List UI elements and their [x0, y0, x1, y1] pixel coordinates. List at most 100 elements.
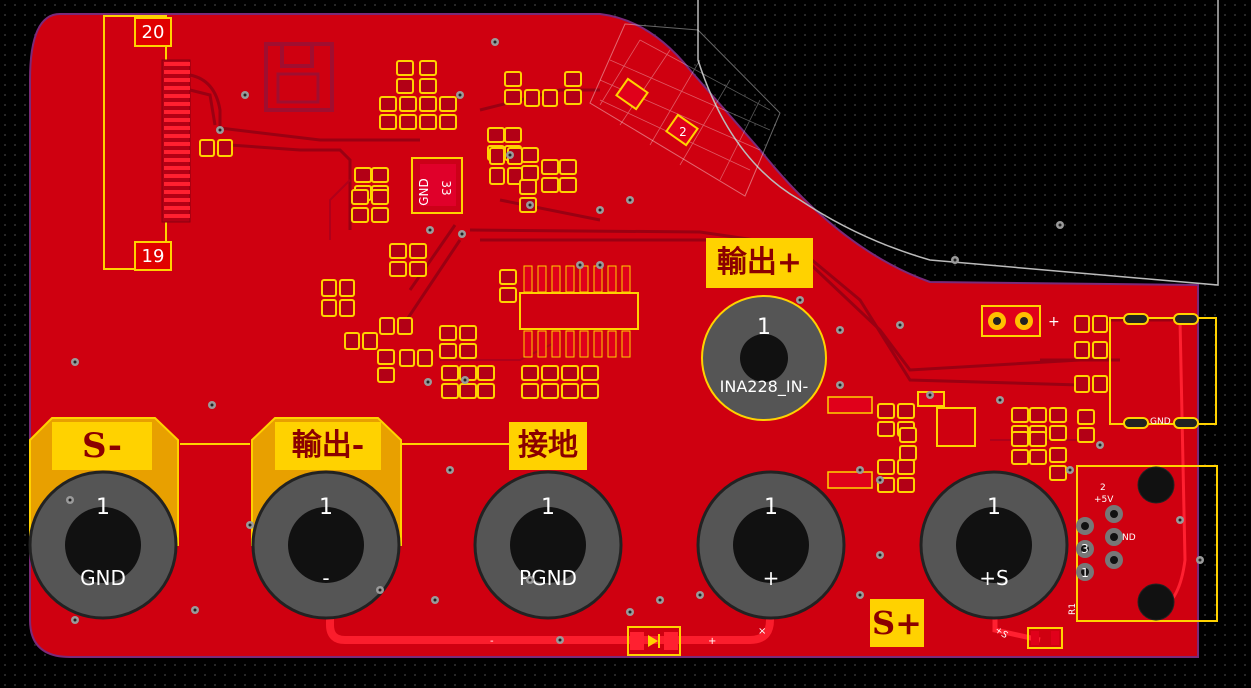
- soic-chip[interactable]: [519, 292, 639, 330]
- soic-pins: [523, 265, 631, 358]
- pad-plus[interactable]: [696, 470, 846, 620]
- smd-part[interactable]: [377, 349, 395, 383]
- smd-part[interactable]: [899, 427, 917, 461]
- smd-part[interactable]: [396, 60, 414, 94]
- mechanical-outline: [697, 0, 1219, 286]
- smd-part[interactable]: [419, 96, 437, 130]
- soic-pin: [579, 330, 589, 358]
- smd-part[interactable]: [459, 325, 477, 359]
- pad-ina-name: INA228_IN-: [720, 377, 809, 397]
- smd-part[interactable]: [521, 147, 539, 181]
- smd-part[interactable]: [389, 243, 407, 277]
- smd-part[interactable]: [1049, 407, 1067, 441]
- jst-connector[interactable]: 3 1 +5V 2 ND: [1076, 465, 1218, 622]
- soic-pin: [593, 330, 603, 358]
- soic-pin: [621, 330, 631, 358]
- smd-part[interactable]: [321, 299, 355, 317]
- vias: [66, 38, 1204, 644]
- pad-gnd-name: GND: [80, 566, 126, 590]
- usb-gnd-label: GND: [1150, 417, 1171, 427]
- connector-pin-stripes: [164, 62, 190, 218]
- pad-plus-s-pin: 1: [987, 495, 1001, 520]
- smd-part[interactable]: [1049, 447, 1067, 481]
- smd-part[interactable]: [439, 96, 457, 130]
- soic-pin: [565, 330, 575, 358]
- connector-pin: [164, 150, 190, 154]
- smd-part[interactable]: [399, 349, 433, 367]
- pad-minus-pin: 1: [319, 495, 333, 520]
- diode-d2[interactable]: 2: [589, 23, 781, 197]
- traces: [189, 73, 1180, 387]
- smd-part[interactable]: [559, 159, 577, 193]
- smd-part[interactable]: [344, 332, 378, 350]
- connector-pads: [161, 59, 191, 223]
- diode-x: ×: [758, 626, 766, 637]
- pad-gnd-pin: 1: [96, 495, 110, 520]
- regulator[interactable]: [917, 391, 976, 447]
- diode-plus: +: [708, 636, 716, 647]
- smd-part[interactable]: [441, 365, 459, 399]
- usb-connector[interactable]: GND: [1109, 313, 1217, 429]
- smd-part[interactable]: [379, 317, 413, 335]
- smd-part[interactable]: [541, 159, 559, 193]
- pad-plus-pin: 1: [764, 495, 778, 520]
- jst-two: 2: [1100, 483, 1106, 493]
- pad-pgnd[interactable]: [473, 470, 623, 620]
- pad-minus[interactable]: [251, 470, 401, 620]
- smd-part[interactable]: [379, 96, 397, 130]
- smd-part[interactable]: [439, 325, 457, 359]
- smd-part[interactable]: [1011, 431, 1029, 465]
- smd-part[interactable]: [564, 71, 582, 105]
- smd-part[interactable]: [477, 365, 495, 399]
- connector-pin: [164, 198, 190, 202]
- smd-part[interactable]: [351, 189, 369, 223]
- connector-pin: [164, 214, 190, 218]
- smd-part[interactable]: [1077, 409, 1095, 443]
- smd-part[interactable]: [877, 403, 895, 437]
- soic-pin: [565, 265, 575, 293]
- connector-pin: [164, 206, 190, 210]
- smd-part[interactable]: [399, 96, 417, 130]
- power-header[interactable]: +: [981, 305, 1060, 337]
- smd-part[interactable]: [321, 279, 355, 297]
- pad-plus-s[interactable]: [919, 470, 1069, 620]
- smd-part[interactable]: [504, 71, 522, 105]
- smd-part[interactable]: [489, 167, 523, 185]
- smd-part[interactable]: [1029, 431, 1047, 465]
- connector-pin: [164, 134, 190, 138]
- soic-pin: [551, 330, 561, 358]
- smd-part[interactable]: [581, 365, 599, 399]
- label-output-plus: 輸出+: [706, 238, 813, 288]
- smd-part[interactable]: [499, 269, 517, 303]
- smd-part[interactable]: [541, 365, 559, 399]
- label-s-plus: S+: [870, 599, 924, 647]
- mcu-ic[interactable]: GND 33: [411, 157, 463, 214]
- smd-part[interactable]: [521, 365, 539, 399]
- smd-part[interactable]: [199, 139, 233, 157]
- connector-pin: [164, 78, 190, 82]
- pad-minus-name: -: [322, 566, 329, 590]
- connector-pin-20: 20: [134, 17, 172, 47]
- smd-part[interactable]: [897, 459, 915, 493]
- smd-part[interactable]: [1074, 315, 1108, 333]
- connector-pin: [164, 102, 190, 106]
- diode-trace: [326, 600, 774, 644]
- pad-gnd[interactable]: [28, 470, 178, 620]
- soic-pin: [621, 265, 631, 293]
- smd-part[interactable]: [371, 189, 389, 223]
- soic-pin: [579, 265, 589, 293]
- smd-part[interactable]: [1074, 375, 1108, 393]
- smd-part[interactable]: [419, 60, 437, 94]
- bottom-diode[interactable]: - + ×: [490, 626, 766, 656]
- pad-ina-in[interactable]: [701, 295, 827, 421]
- connector-pin: [164, 110, 190, 114]
- smd-part[interactable]: [524, 89, 558, 107]
- smd-part[interactable]: [409, 243, 427, 277]
- connector-pin: [164, 174, 190, 178]
- smd-part[interactable]: [561, 365, 579, 399]
- floppy-logo-icon: [264, 42, 334, 112]
- connector-pin: [164, 142, 190, 146]
- smd-part[interactable]: [1074, 341, 1108, 359]
- shunt-resistor[interactable]: [827, 396, 873, 489]
